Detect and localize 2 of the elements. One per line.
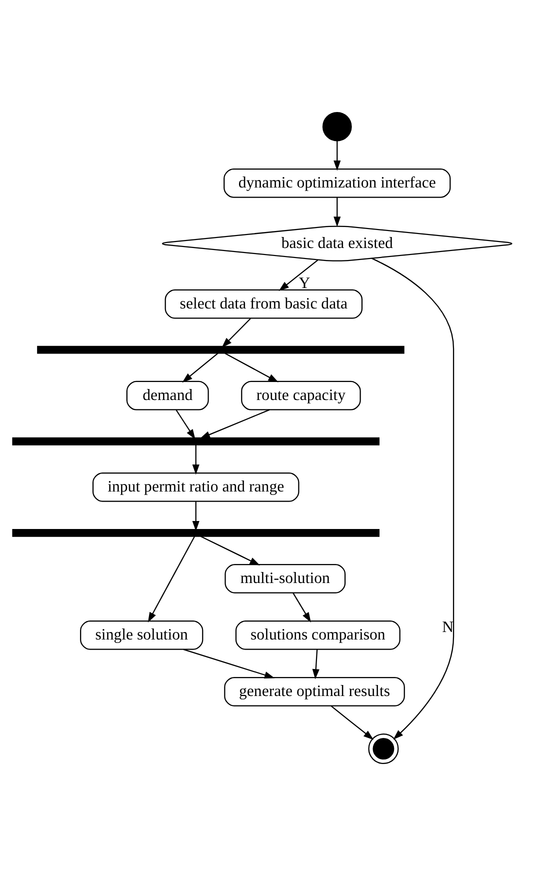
edge-label: Y [298, 274, 310, 292]
edge-label: N [442, 619, 454, 636]
